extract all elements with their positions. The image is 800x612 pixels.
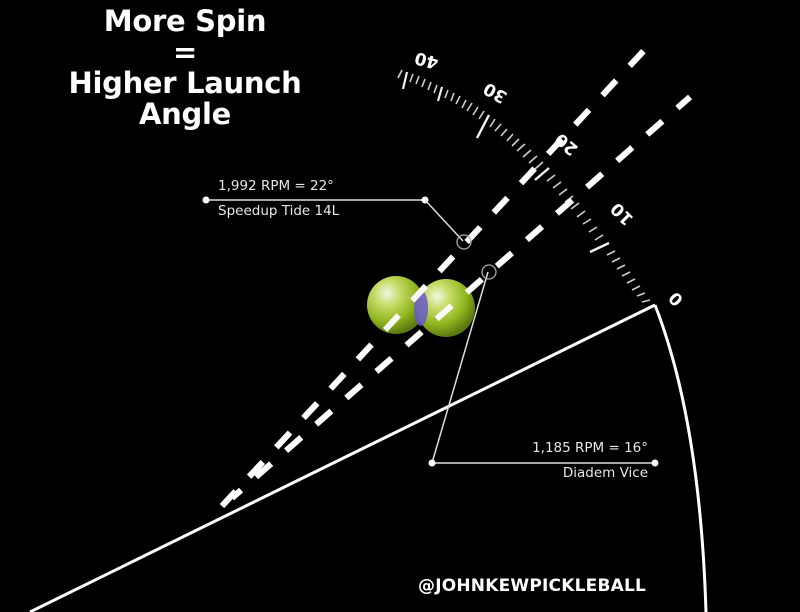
marker-22deg bbox=[456, 234, 472, 250]
scale-label-40: 40 bbox=[413, 47, 441, 72]
protractor-ticks bbox=[397, 69, 651, 303]
headline: More Spin = Higher Launch Angle bbox=[50, 6, 320, 130]
baseline bbox=[29, 303, 656, 612]
headline-line-2: = bbox=[173, 35, 197, 69]
callout-22deg-rpm: 1,992 RPM = 22° bbox=[218, 178, 334, 194]
callout-22deg-leader bbox=[202, 196, 472, 250]
watermark-handle: @JOHNKEWPICKLEBALL bbox=[418, 576, 647, 596]
callout-22deg-paddle: Speedup Tide 14L bbox=[218, 203, 340, 219]
scale-label-10: 10 bbox=[607, 198, 638, 229]
callout-16deg-rpm: 1,185 RPM = 16° bbox=[532, 440, 648, 456]
scale-label-0: 0 bbox=[665, 287, 688, 310]
scale-label-30: 30 bbox=[480, 78, 511, 107]
headline-line-1: More Spin bbox=[103, 4, 267, 38]
headline-line-4: Angle bbox=[139, 97, 231, 131]
outer-arc bbox=[653, 304, 708, 612]
callout-16deg-paddle: Diadem Vice bbox=[562, 465, 648, 481]
headline-line-3: Higher Launch bbox=[68, 66, 302, 100]
marker-16deg bbox=[481, 264, 497, 280]
callout-16deg-leader bbox=[428, 264, 659, 467]
pickleball-left bbox=[367, 276, 425, 334]
